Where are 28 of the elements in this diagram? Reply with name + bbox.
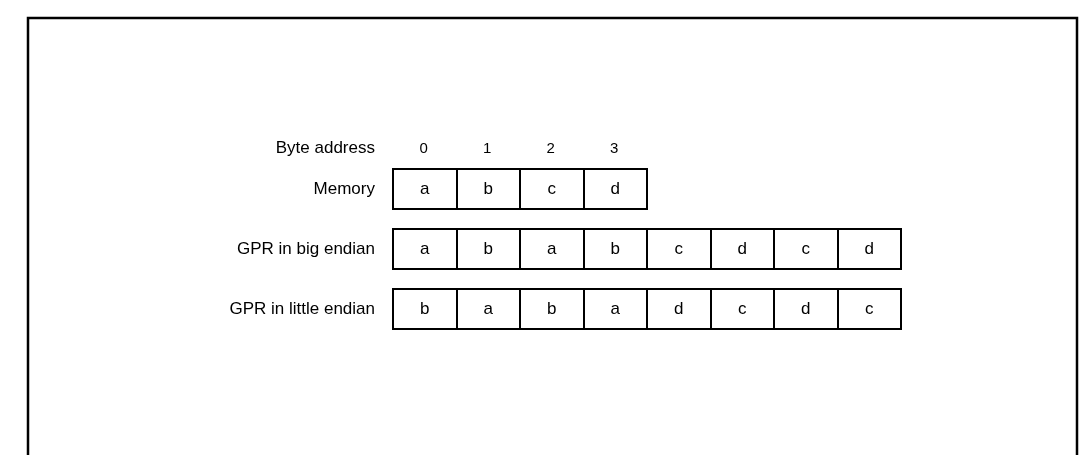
byte-address: 0 <box>419 138 428 158</box>
byte-address: 3 <box>610 138 619 158</box>
byte-cell: a <box>582 288 648 330</box>
byte-cell: d <box>582 168 648 210</box>
row-label: GPR in little endian <box>229 299 375 319</box>
byte-cell: d <box>646 288 712 330</box>
row-label: GPR in big endian <box>237 239 375 259</box>
byte-cell: c <box>773 228 839 270</box>
byte-cell: b <box>455 168 521 210</box>
byte-address: 2 <box>546 138 555 158</box>
byte-cell: b <box>519 288 585 330</box>
byte-cell: b <box>455 228 521 270</box>
byte-cell: a <box>392 228 458 270</box>
row-label: Byte address <box>275 138 375 158</box>
byte-cell: d <box>836 228 902 270</box>
byte-cell: a <box>455 288 521 330</box>
row-label: Memory <box>313 179 375 199</box>
byte-address: 1 <box>483 138 492 158</box>
byte-cell: c <box>709 288 775 330</box>
byte-cell: c <box>519 168 585 210</box>
byte-cell: a <box>519 228 585 270</box>
byte-cell: d <box>773 288 839 330</box>
byte-cell: b <box>392 288 458 330</box>
byte-cell: c <box>646 228 712 270</box>
byte-cell: c <box>836 288 902 330</box>
byte-cell: a <box>392 168 458 210</box>
byte-cell: b <box>582 228 648 270</box>
byte-cell: d <box>709 228 775 270</box>
